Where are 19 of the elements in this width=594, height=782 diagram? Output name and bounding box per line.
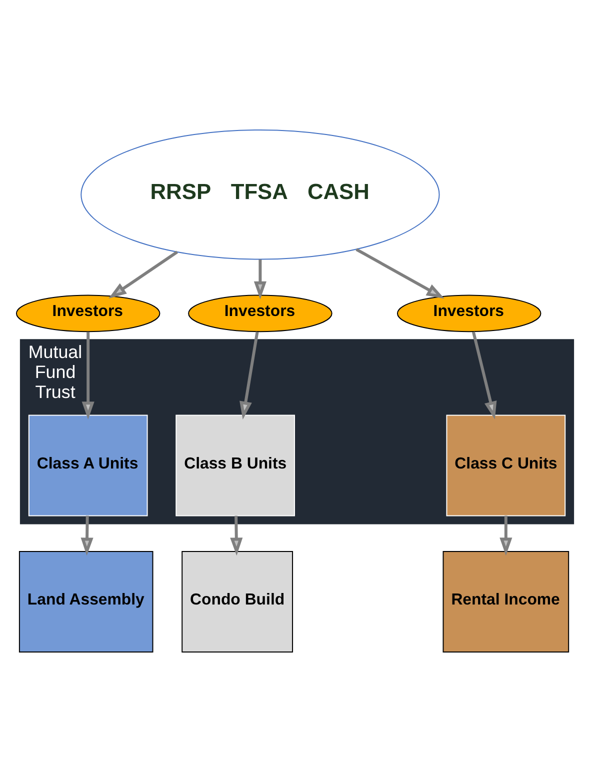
node-ellipse: Investors <box>16 294 160 332</box>
arrow <box>82 332 94 420</box>
node-box: Condo Build <box>182 551 294 653</box>
node-box: Land Assembly <box>18 551 154 653</box>
node-ellipse: RRSP TFSA CASH <box>80 129 440 260</box>
arrow <box>472 332 497 420</box>
arrow <box>230 516 243 556</box>
arrow <box>254 260 266 300</box>
node-ellipse: Investors <box>396 294 542 332</box>
arrow <box>240 332 259 420</box>
node-ellipse: Investors <box>188 294 332 332</box>
node-box: Rental Income <box>442 551 570 653</box>
node-box: Class C Units <box>446 414 566 516</box>
arrow <box>80 516 94 556</box>
arrow <box>108 250 178 299</box>
node-box: Class B Units <box>176 414 296 516</box>
arrow <box>500 516 512 556</box>
arrow <box>356 248 444 299</box>
node-box: Class A Units <box>28 414 148 516</box>
